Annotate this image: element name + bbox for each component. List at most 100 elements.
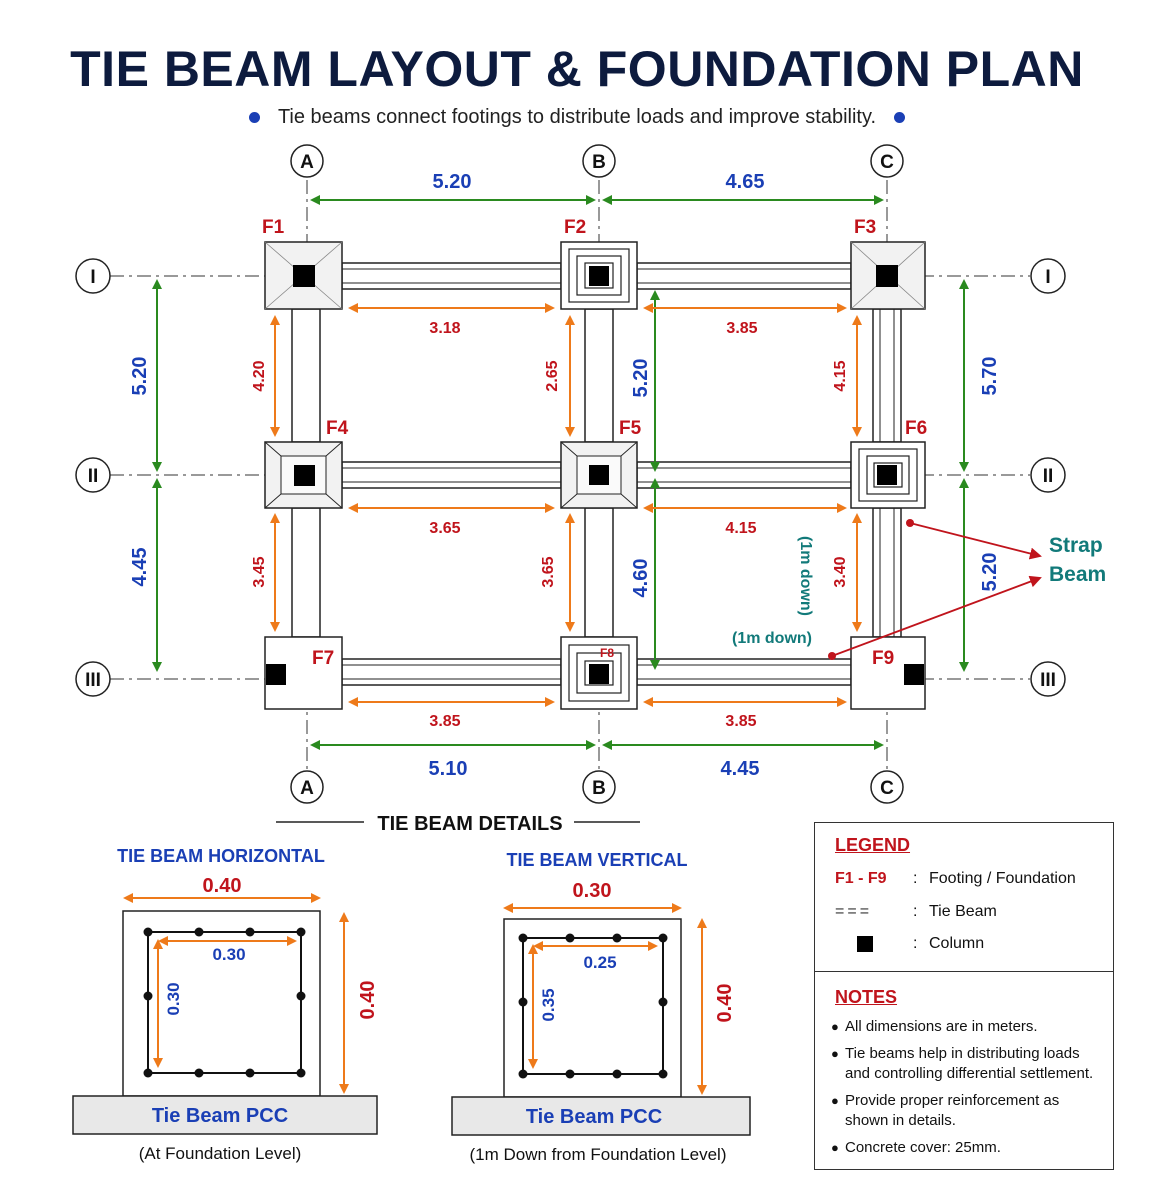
clear-dimension-arrows [270,303,862,707]
grid-bubble-c-top [870,144,904,178]
column-square-icon [904,664,924,685]
grid-bubble-i-right [1030,258,1066,294]
grid-bubble-b-top [582,144,616,178]
footing-f1 [264,241,343,310]
dim-left-ii-iii: 4.45 [129,548,151,587]
footing-f8 [560,636,638,710]
note-item: ●All dimensions are in meters. [831,1018,1038,1035]
clear-dim-col-b-top: 2.65 [544,360,561,391]
note-item: ●Tie beams help in distributing loads an… [831,1045,1094,1082]
grid-label-ii: II [1043,466,1054,487]
note-item: ●Provide proper reinforcement as shown i… [831,1092,1060,1129]
clear-dim-col-c-bottom: 3.40 [832,556,849,587]
detail-v-inner-width: 0.25 [583,953,616,972]
note-item: ●Concrete cover: 25mm. [831,1139,1001,1156]
notes-heading: NOTES [835,987,898,1007]
footing-label-f8: F8 [600,646,614,660]
detail-h-inner-width: 0.30 [212,945,245,964]
grid-bubble-b-bottom [582,770,616,804]
dim-right-i-ii: 5.70 [979,357,1001,396]
legend-divider [815,971,1113,972]
dim-right-ii-iii: 5.20 [979,553,1001,592]
page-subtitle: Tie beams connect footings to distribute… [0,106,1154,129]
note-1m-down-horizontal: (1m down) [732,630,812,647]
dim-left-i-ii: 5.20 [129,357,151,396]
legend-heading: LEGEND [835,835,911,855]
column-square-icon [293,265,315,287]
detail-v-width: 0.30 [573,880,612,902]
legend-label-column: Column [929,935,985,952]
clear-dim-col-b-bottom: 3.65 [540,556,557,587]
detail-v-height: 0.40 [714,984,736,1023]
detail-v-inner-height: 0.35 [539,988,558,1021]
detail-v-title: TIE BEAM VERTICAL [506,850,687,870]
grid-label-c: C [880,152,894,173]
footing-label-f1: F1 [262,217,285,238]
detail-v-caption: (1m Down from Foundation Level) [469,1145,726,1164]
strap-point-dot [828,652,836,660]
grid-bubble-iii-right [1030,661,1066,697]
bullet-dot-icon [248,112,260,124]
clear-dim-col-a-bottom: 3.45 [251,556,268,587]
detail-h-title: TIE BEAM HORIZONTAL [117,846,325,866]
grid-label-c: C [880,778,894,799]
legend-notes-panel: LEGEND F1 - F9:Footing / Foundation ===:… [814,822,1114,1170]
overall-dimension-arrows [152,195,969,750]
grid-label-ii: II [88,466,99,487]
subtitle-text: Tie beams connect footings to distribute… [277,106,877,128]
column-square-icon [857,935,873,952]
footing-f7 [264,636,343,710]
column-square-icon [876,265,898,287]
clear-dim-row3-ab: 3.85 [429,713,460,730]
grid-bubble-ii-right [1030,457,1066,493]
legend-symbol-footing: F1 - F9 [835,870,887,887]
clear-dim-col-a-top: 4.20 [251,360,268,391]
grid-label-iii: III [1040,670,1056,691]
footing-label-f6: F6 [905,418,927,439]
legend-label-tie-beam: Tie Beam [929,903,997,920]
footing-f2 [560,241,638,310]
clear-dim-row3-bc: 3.85 [725,713,756,730]
footing-label-f4: F4 [326,418,349,439]
clear-dim-row1-bc: 3.85 [726,320,757,337]
tie-beams [291,262,902,686]
strap-beam-label-1: Strap [1049,534,1103,557]
strap-point-dot [906,519,914,527]
dim-top-ab: 5.20 [433,171,472,193]
grid-bubble-iii-left [75,661,111,697]
dim-b-vertical-bottom: 4.60 [630,559,652,598]
clear-dim-col-c-top: 4.15 [832,360,849,391]
tie-beam-vertical-detail: TIE BEAM VERTICAL 0.30 0.25 0.35 0.40 Ti… [451,850,751,1164]
strap-beam-label-2: Beam [1049,563,1106,586]
dim-bottom-ab: 5.10 [429,758,468,780]
grid-label-iii: III [85,670,101,691]
column-square-icon [877,465,897,485]
legend-item-tie-beam: ===:Tie Beam [835,903,997,920]
column-square-icon [266,664,286,685]
grid-label-b: B [592,778,606,799]
footing-f6 [850,441,926,509]
legend-label-footing: Footing / Foundation [929,870,1076,887]
details-heading: TIE BEAM DETAILS [377,813,562,835]
footing-label-f2: F2 [564,217,586,238]
footing-f4 [264,441,343,509]
dim-bottom-bc: 4.45 [721,758,760,780]
detail-h-caption: (At Foundation Level) [139,1144,302,1163]
detail-h-width: 0.40 [203,875,242,897]
grid-label-a: A [300,778,314,799]
dim-b-vertical-top: 5.20 [630,359,652,398]
footing-label-f7: F7 [312,648,334,669]
footing-label-f3: F3 [854,217,876,238]
column-square-icon [589,465,609,485]
footing-f9 [850,636,926,710]
grid-bubble-ii-left [75,457,111,493]
legend-item-column: :Column [835,935,984,953]
bullet-dot-icon [894,112,906,124]
detail-v-pcc: Tie Beam PCC [526,1106,662,1128]
footing-label-f9: F9 [872,648,894,669]
detail-h-height: 0.40 [357,981,379,1020]
grid-bubble-a-bottom [290,770,324,804]
detail-h-inner-height: 0.30 [164,982,183,1015]
column-square-icon [294,465,315,486]
